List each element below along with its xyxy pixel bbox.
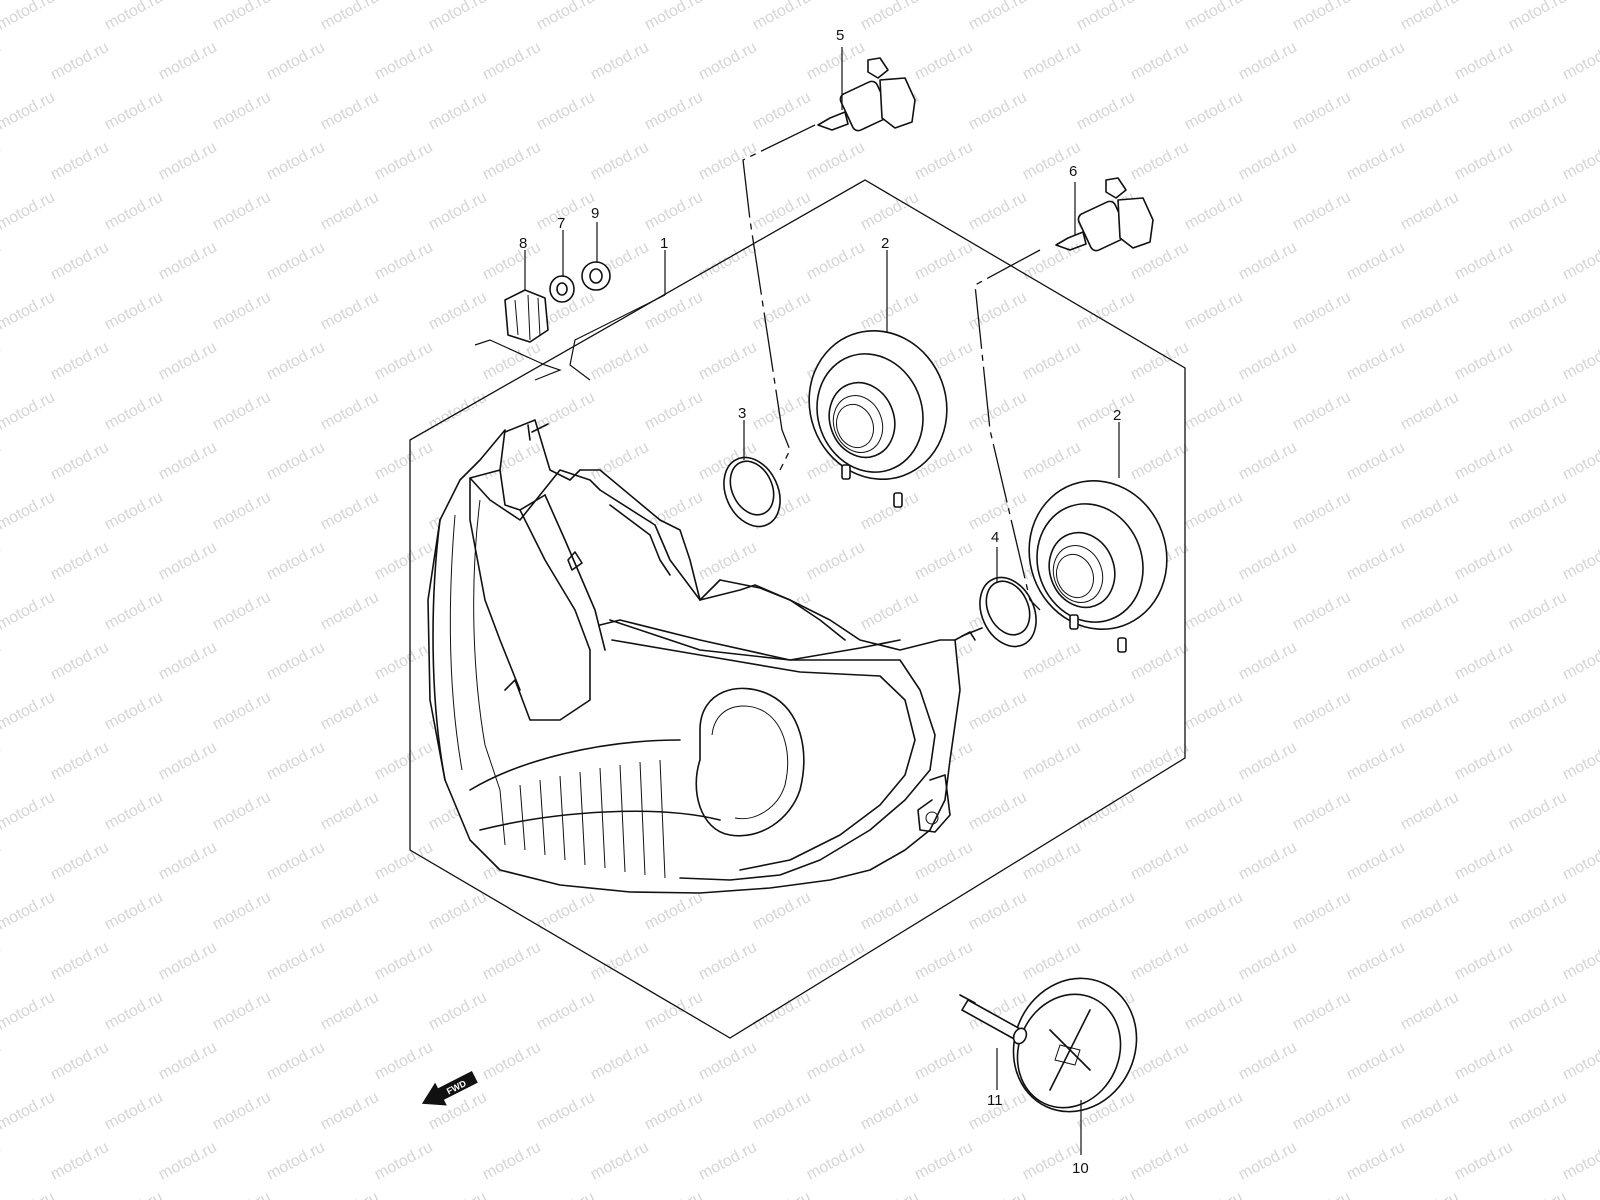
callout-1: 1 (660, 235, 668, 252)
nut-9 (581, 261, 611, 291)
bulb-cover-lower (1028, 479, 1168, 653)
callout-3: 3 (738, 405, 746, 422)
grommet-8 (504, 289, 549, 343)
fwd-arrow: FWD (421, 1070, 478, 1106)
cap-10 (1012, 977, 1138, 1113)
headlamp-housing (427, 419, 983, 894)
callout-8: 8 (519, 235, 527, 252)
assembly-frame (409, 179, 1186, 1039)
callout-11: 11 (987, 1092, 1003, 1109)
callout-9: 9 (591, 205, 599, 222)
washer-7 (549, 275, 575, 303)
bulb-5 (817, 57, 916, 132)
seal-ring-3 (723, 456, 781, 528)
callout-10: 10 (1072, 1160, 1089, 1177)
callouts: 5 6 8 7 9 1 2 3 2 4 11 10 (519, 27, 1121, 1177)
callout-4: 4 (991, 529, 999, 546)
bulb-cover-upper (808, 329, 948, 508)
callout-2b: 2 (1113, 407, 1121, 424)
callout-2a: 2 (881, 235, 889, 252)
callout-7: 7 (557, 215, 565, 232)
bulb-6 (1055, 177, 1154, 252)
pin-11 (959, 994, 1028, 1045)
callout-5: 5 (836, 27, 844, 44)
callout-6: 6 (1069, 163, 1077, 180)
leader-lines (474, 47, 1120, 1155)
